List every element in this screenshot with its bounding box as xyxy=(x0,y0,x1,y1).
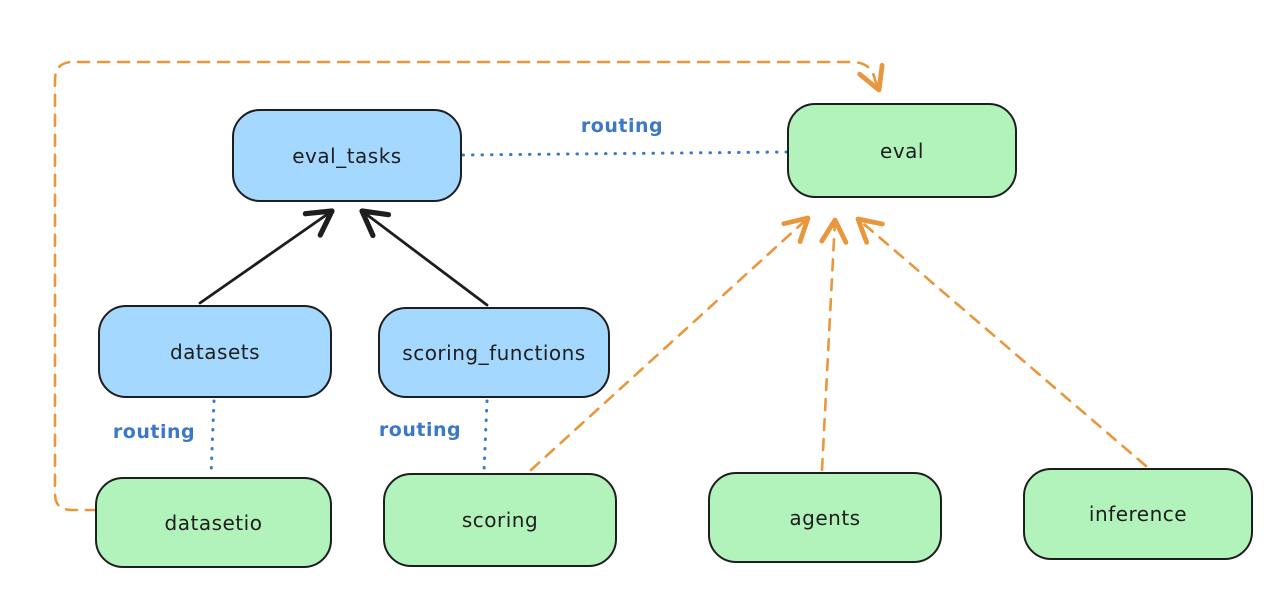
edge-label-routing-scoring-functions-scoring: routing xyxy=(378,419,462,441)
node-agents-label: agents xyxy=(789,505,861,530)
edge-agents-eval xyxy=(819,217,849,472)
node-eval-label: eval xyxy=(880,138,924,163)
edge-label-routing-eval-tasks-eval: routing xyxy=(580,115,664,137)
node-inference-label: inference xyxy=(1088,502,1188,526)
edge-scoring-functions-scoring xyxy=(482,399,489,473)
node-datasetio: datasetio xyxy=(95,477,332,568)
edge-scoring-functions-eval-tasks xyxy=(359,208,489,307)
node-datasetio-label: datasetio xyxy=(164,510,263,535)
node-scoring-functions: scoring_functions xyxy=(378,307,610,398)
edge-datasets-eval-tasks xyxy=(198,208,335,305)
edge-datasets-datasetio xyxy=(209,399,216,477)
edge-datasetio-eval xyxy=(53,60,885,512)
node-scoring-label: scoring xyxy=(461,508,539,532)
node-scoring: scoring xyxy=(383,473,617,567)
node-datasets-label: datasets xyxy=(169,339,261,364)
node-eval-tasks-label: eval_tasks xyxy=(292,143,402,168)
edge-eval-tasks-eval xyxy=(461,150,788,157)
edge-scoring-eval xyxy=(529,215,811,472)
node-eval: eval xyxy=(787,103,1017,198)
edge-label-routing-datasets-datasetio: routing xyxy=(112,421,196,443)
node-scoring-functions-label: scoring_functions xyxy=(402,340,586,365)
node-datasets: datasets xyxy=(98,305,332,398)
node-inference: inference xyxy=(1023,468,1253,560)
node-eval-tasks: eval_tasks xyxy=(232,109,462,202)
node-agents: agents xyxy=(708,472,942,563)
edge-inference-eval xyxy=(855,216,1148,468)
